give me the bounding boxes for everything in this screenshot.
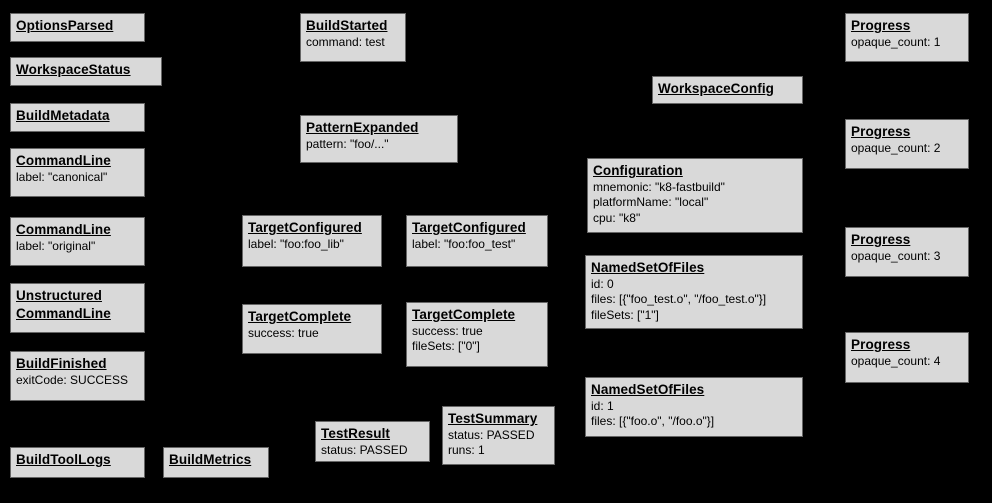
event-box-fields: opaque_count: 4 (851, 354, 963, 370)
event-box-testresult: TestResult status: PASSED (315, 421, 430, 462)
event-box-title: NamedSetOfFiles (591, 382, 705, 397)
event-box-field: fileSets: ["0"] (412, 339, 480, 354)
event-box-unstructured-commandline: Unstructured CommandLine (10, 283, 145, 333)
event-box-targetconfigured: TargetConfigured label: "foo:foo_lib" (242, 215, 382, 267)
event-box-title: OptionsParsed (16, 18, 114, 33)
event-box-targetcomplete: TargetComplete success: true (242, 304, 382, 354)
event-box-title: TargetComplete (412, 307, 516, 322)
event-box-fields: mnemonic: "k8-fastbuild"platformName: "l… (593, 180, 797, 227)
event-box-field: files: [{"foo.o", "/foo.o"}] (591, 414, 715, 429)
event-box-title: BuildMetrics (169, 452, 252, 467)
event-box-title: BuildFinished (16, 356, 107, 371)
event-box-title: WorkspaceConfig (658, 81, 775, 96)
event-box-field: status: PASSED (448, 427, 535, 442)
event-box-title: NamedSetOfFiles (591, 260, 705, 275)
event-box-fields: status: PASSED (321, 443, 424, 459)
event-box-commandline-2: CommandLine label: "original" (10, 217, 145, 266)
event-box-field: files: [{"foo_test.o", "/foo_test.o"}] (591, 292, 767, 307)
event-box-field: opaque_count: 2 (851, 140, 941, 155)
event-box-optionsparsed: OptionsParsed (10, 13, 145, 42)
event-box-field: platformName: "local" (593, 195, 709, 210)
event-box-field: command: test (306, 34, 385, 49)
event-box-patternexpanded: PatternExpanded pattern: "foo/..." (300, 115, 458, 163)
event-box-buildfinished: BuildFinished exitCode: SUCCESS (10, 351, 145, 401)
event-box-fields: opaque_count: 1 (851, 35, 963, 51)
event-box-field: label: "foo:foo_lib" (248, 236, 344, 251)
event-box-title: BuildMetadata (16, 108, 110, 123)
event-box-commandline: CommandLine label: "canonical" (10, 148, 145, 197)
event-box-title: Configuration (593, 163, 683, 178)
event-box-buildmetadata: BuildMetadata (10, 103, 145, 132)
event-box-field: mnemonic: "k8-fastbuild" (593, 179, 725, 194)
event-box-field: opaque_count: 3 (851, 248, 941, 263)
event-box-fields: success: true (248, 326, 376, 342)
event-box-fields: label: "original" (16, 239, 139, 255)
event-box-title: WorkspaceStatus (16, 62, 131, 77)
event-box-field: runs: 1 (448, 443, 485, 458)
event-box-configuration: Configuration mnemonic: "k8-fastbuild"pl… (587, 158, 803, 233)
event-box-progress-4: Progress opaque_count: 4 (845, 332, 969, 383)
event-box-field: label: "foo:foo_test" (412, 236, 516, 251)
event-box-buildtoollogs: BuildToolLogs (10, 447, 145, 478)
event-box-title: CommandLine (16, 153, 111, 168)
event-box-field: label: "canonical" (16, 169, 108, 184)
event-box-title: Progress (851, 232, 911, 247)
event-box-fields: opaque_count: 3 (851, 249, 963, 265)
event-box-title: BuildStarted (306, 18, 388, 33)
event-box-fields: pattern: "foo/..." (306, 137, 452, 153)
event-box-workspaceconfig: WorkspaceConfig (652, 76, 803, 104)
event-box-workspacestatus: WorkspaceStatus (10, 57, 162, 86)
event-box-targetconfigured-2: TargetConfigured label: "foo:foo_test" (406, 215, 548, 267)
event-box-buildmetrics: BuildMetrics (163, 447, 269, 478)
event-box-title: TestResult (321, 426, 391, 441)
event-box-fields: exitCode: SUCCESS (16, 373, 139, 389)
event-box-progress-2: Progress opaque_count: 2 (845, 119, 969, 169)
event-box-field: id: 0 (591, 276, 614, 291)
event-box-field: cpu: "k8" (593, 210, 641, 225)
event-box-field: fileSets: ["1"] (591, 307, 659, 322)
event-box-title: Progress (851, 337, 911, 352)
event-box-field: exitCode: SUCCESS (16, 372, 129, 387)
event-box-fields: command: test (306, 35, 400, 51)
event-box-progress-3: Progress opaque_count: 3 (845, 227, 969, 277)
event-box-field: success: true (248, 325, 319, 340)
event-box-title: PatternExpanded (306, 120, 419, 135)
event-box-buildstarted: BuildStarted command: test (300, 13, 406, 62)
event-box-title: CommandLine (16, 222, 111, 237)
event-box-fields: label: "foo:foo_test" (412, 237, 542, 253)
event-box-field: label: "original" (16, 238, 96, 253)
event-box-title: Progress (851, 18, 911, 33)
event-box-field: pattern: "foo/..." (306, 136, 389, 151)
event-box-title: TargetConfigured (248, 220, 362, 235)
event-box-title: Unstructured CommandLine (16, 288, 111, 321)
event-box-title: BuildToolLogs (16, 452, 111, 467)
event-box-title: TestSummary (448, 411, 538, 426)
event-box-field: success: true (412, 323, 483, 338)
event-box-field: opaque_count: 4 (851, 353, 941, 368)
event-box-title: TargetConfigured (412, 220, 526, 235)
event-box-field: status: PASSED (321, 442, 408, 457)
event-box-title: Progress (851, 124, 911, 139)
event-box-field: opaque_count: 1 (851, 34, 941, 49)
event-box-fields: opaque_count: 2 (851, 141, 963, 157)
event-box-field: id: 1 (591, 398, 614, 413)
event-box-title: TargetComplete (248, 309, 352, 324)
event-box-progress: Progress opaque_count: 1 (845, 13, 969, 62)
event-box-fields: label: "canonical" (16, 170, 139, 186)
event-box-fields: label: "foo:foo_lib" (248, 237, 376, 253)
